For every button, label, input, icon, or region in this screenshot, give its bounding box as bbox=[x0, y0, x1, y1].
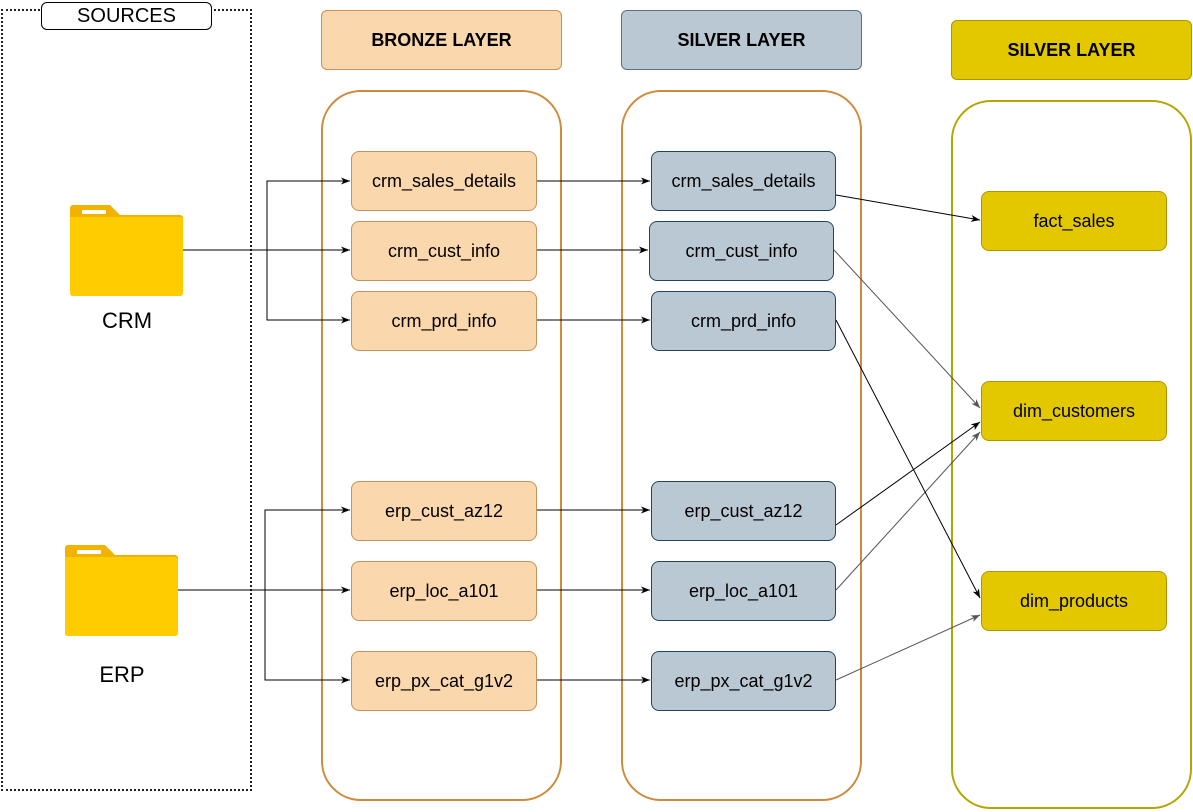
gold-table-dim-products: dim_products bbox=[981, 571, 1167, 631]
silver-table-erp-cust-az12: erp_cust_az12 bbox=[651, 481, 836, 541]
source-label-crm: CRM bbox=[101, 308, 153, 333]
crm-folder-icon bbox=[70, 205, 183, 296]
bronze-table-crm-cust-info: crm_cust_info bbox=[351, 221, 537, 281]
gold-layer-header: SILVER LAYER bbox=[951, 20, 1192, 80]
bronze-table-crm-sales-details: crm_sales_details bbox=[351, 151, 537, 211]
silver-table-erp-loc-a101: erp_loc_a101 bbox=[651, 561, 836, 621]
gold-table-dim-customers: dim_customers bbox=[981, 381, 1167, 441]
bronze-table-erp-px-cat-g1v2: erp_px_cat_g1v2 bbox=[351, 651, 537, 711]
gold-table-fact-sales: fact_sales bbox=[981, 191, 1167, 251]
erp-folder-icon bbox=[65, 545, 178, 636]
sources-title: SOURCES bbox=[41, 2, 212, 30]
bronze-layer-container bbox=[321, 90, 562, 801]
silver-table-erp-px-cat-g1v2: erp_px_cat_g1v2 bbox=[651, 651, 836, 711]
bronze-table-erp-cust-az12: erp_cust_az12 bbox=[351, 481, 537, 541]
source-label-erp: ERP bbox=[99, 662, 145, 687]
silver-table-crm-sales-details: crm_sales_details bbox=[651, 151, 836, 211]
silver-table-crm-prd-info: crm_prd_info bbox=[651, 291, 836, 351]
bronze-table-crm-prd-info: crm_prd_info bbox=[351, 291, 537, 351]
bronze-layer-header: BRONZE LAYER bbox=[321, 10, 562, 70]
silver-table-crm-cust-info: crm_cust_info bbox=[649, 221, 834, 281]
silver-layer-header: SILVER LAYER bbox=[621, 10, 862, 70]
bronze-table-erp-loc-a101: erp_loc_a101 bbox=[351, 561, 537, 621]
